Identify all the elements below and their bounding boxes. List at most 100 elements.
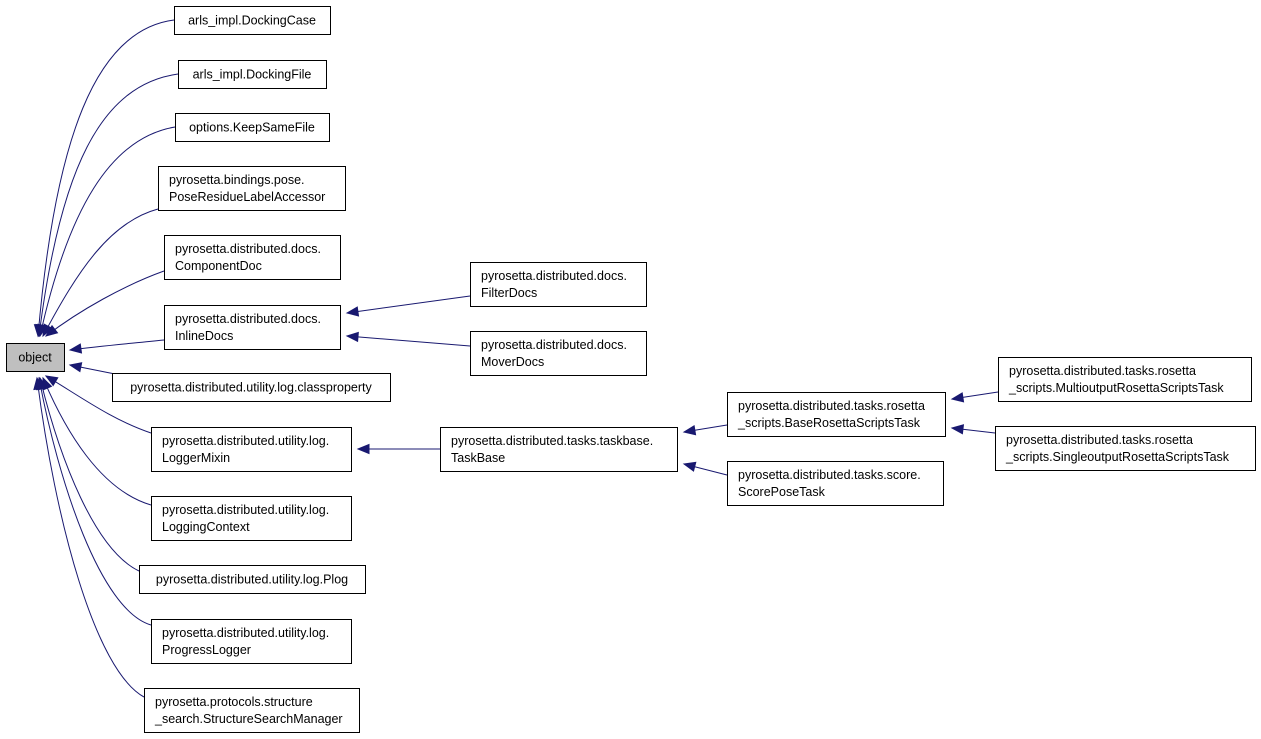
class-node-box [178, 60, 327, 89]
class-node-mover-docs[interactable]: pyrosetta.distributed.docs. MoverDocs [470, 331, 647, 376]
class-node-label: MoverDocs [481, 355, 544, 369]
edge-component_doc-to-object [44, 270, 165, 337]
class-node-box [995, 426, 1256, 471]
class-node-logging-context[interactable]: pyrosetta.distributed.utility.log. Loggin… [151, 496, 352, 541]
edge-pose_residue_label_accessor-to-object [42, 208, 159, 338]
class-node-label: pyrosetta.distributed.tasks.taskbase. [451, 434, 653, 448]
class-node-filter-docs[interactable]: pyrosetta.distributed.docs. FilterDocs [470, 262, 647, 307]
class-node-box [470, 262, 647, 307]
class-node-label: pyrosetta.distributed.tasks.rosetta [1009, 364, 1196, 378]
class-node-base-rosetta-scripts-task[interactable]: pyrosetta.distributed.tasks.rosetta _scri… [727, 392, 946, 437]
class-node-label: _scripts.BaseRosettaScriptsTask [737, 416, 921, 430]
edge-line [37, 19, 175, 337]
edge-plog-to-object [37, 376, 140, 572]
arrowhead-icon [950, 424, 965, 435]
class-node-keep-same-file[interactable]: options.KeepSameFile [175, 113, 330, 142]
arrowhead-icon [682, 461, 697, 472]
edge-line [69, 339, 165, 351]
class-node-box [164, 305, 341, 350]
class-node-label: pyrosetta.distributed.utility.log.classp… [130, 381, 372, 395]
class-node-box [112, 373, 391, 402]
edge-line [346, 295, 471, 314]
class-node-label: _scripts.MultioutputRosettaScriptsTask [1008, 381, 1224, 395]
class-node-box [151, 427, 352, 472]
class-node-pose-residue-label-accessor[interactable]: pyrosetta.bindings.pose. PoseResidueLabel… [158, 166, 346, 211]
edge-line [38, 377, 152, 626]
edge-task_base-to-logger_mixin [356, 443, 440, 455]
arrowhead-icon [44, 375, 59, 387]
class-node-label: pyrosetta.distributed.tasks.score. [738, 468, 921, 482]
class-node-box [174, 6, 331, 35]
edge-line [45, 375, 152, 434]
class-node-box [440, 427, 678, 472]
edge-line [346, 335, 471, 347]
edge-line [45, 270, 165, 337]
class-node-inline-docs[interactable]: pyrosetta.distributed.docs. InlineDocs [164, 305, 341, 350]
edge-filter_docs-to-inline_docs [345, 295, 471, 317]
class-node-label: ComponentDoc [175, 259, 262, 273]
class-node-label: pyrosetta.distributed.tasks.rosetta [1006, 433, 1193, 447]
edge-inline_docs-to-object [68, 339, 165, 354]
class-node-label: pyrosetta.distributed.docs. [481, 269, 627, 283]
class-node-label: TaskBase [451, 451, 505, 465]
edge-score_pose_task-to-task_base [682, 461, 728, 476]
class-node-box [151, 619, 352, 664]
class-node-label: options.KeepSameFile [189, 121, 315, 135]
class-node-label: ScorePoseTask [738, 485, 826, 499]
class-node-structure-search-manager[interactable]: pyrosetta.protocols.structure _search.Str… [144, 688, 360, 733]
edge-docking_case-to-object [33, 19, 175, 338]
class-node-classproperty[interactable]: pyrosetta.distributed.utility.log.classp… [112, 373, 391, 402]
class-node-label: pyrosetta.protocols.structure [155, 695, 313, 709]
class-node-label: FilterDocs [481, 286, 537, 300]
class-node-progress-logger[interactable]: pyrosetta.distributed.utility.log.Progre… [151, 619, 352, 664]
class-node-label: pyrosetta.distributed.docs. [175, 312, 321, 326]
class-node-box [175, 113, 330, 142]
edge-line [42, 208, 159, 337]
edge-line [42, 377, 152, 506]
class-node-label: arls_impl.DockingFile [193, 68, 312, 82]
class-node-docking-file[interactable]: arls_impl.DockingFile [178, 60, 327, 89]
class-node-label: pyrosetta.distributed.tasks.rosetta [738, 399, 925, 413]
class-node-singleoutput-rosetta-scripts-task[interactable]: pyrosetta.distributed.tasks.rosetta _scri… [995, 426, 1256, 471]
class-node-label: PoseResidueLabelAccessor [169, 190, 325, 204]
class-node-label: InlineDocs [175, 329, 233, 343]
class-node-box [470, 331, 647, 376]
class-node-box [151, 496, 352, 541]
edge-line [39, 377, 140, 572]
edge-multioutput_rosetta_scripts_task-to-base_rosetta_scripts_task [950, 391, 999, 403]
class-node-box [6, 343, 65, 372]
class-node-label: pyrosetta.distributed.utility.log.Plog [156, 573, 348, 587]
edge-logger_mixin-to-object [44, 375, 152, 434]
edge-line [38, 73, 179, 337]
class-node-task-base[interactable]: pyrosetta.distributed.tasks.taskbase. Tas… [440, 427, 678, 472]
class-node-label: LoggingContext [162, 520, 250, 534]
class-node-box [164, 235, 341, 280]
class-node-label: arls_impl.DockingCase [188, 14, 316, 28]
class-node-object[interactable]: object [6, 343, 65, 372]
edge-base_rosetta_scripts_task-to-task_base [682, 424, 728, 436]
arrowhead-icon [68, 343, 83, 354]
class-node-label: pyrosetta.distributed.utility.log. [162, 503, 329, 517]
class-node-box [727, 461, 944, 506]
class-node-component-doc[interactable]: pyrosetta.distributed.docs.ComponentDoc [164, 235, 341, 280]
class-node-label: pyrosetta.distributed.docs. [481, 338, 627, 352]
class-node-box [144, 688, 360, 733]
arrowhead-icon [68, 362, 83, 373]
class-node-score-pose-task[interactable]: pyrosetta.distributed.tasks.score. ScoreP… [727, 461, 944, 506]
class-node-docking-case[interactable]: arls_impl.DockingCase [174, 6, 331, 35]
class-node-label: ProgressLogger [162, 643, 251, 657]
arrowhead-icon [345, 331, 359, 343]
arrowhead-icon [345, 306, 360, 317]
class-node-plog[interactable]: pyrosetta.distributed.utility.log.Plog [139, 565, 366, 594]
class-node-label: pyrosetta.bindings.pose. [169, 173, 305, 187]
class-node-label: _scripts.SingleoutputRosettaScriptsTask [1005, 450, 1230, 464]
class-node-multioutput-rosetta-scripts-task[interactable]: pyrosetta.distributed.tasks.rosetta _scri… [998, 357, 1252, 402]
arrowhead-icon [33, 376, 44, 391]
class-node-box [139, 565, 366, 594]
arrowhead-icon [682, 424, 697, 436]
inheritance-edges [33, 19, 999, 698]
class-node-logger-mixin[interactable]: pyrosetta.distributed.utility.log.Logger… [151, 427, 352, 472]
edge-keep_same_file-to-object [37, 126, 176, 338]
class-node-label: _search.StructureSearchManager [154, 712, 343, 726]
arrowhead-icon [950, 392, 965, 403]
